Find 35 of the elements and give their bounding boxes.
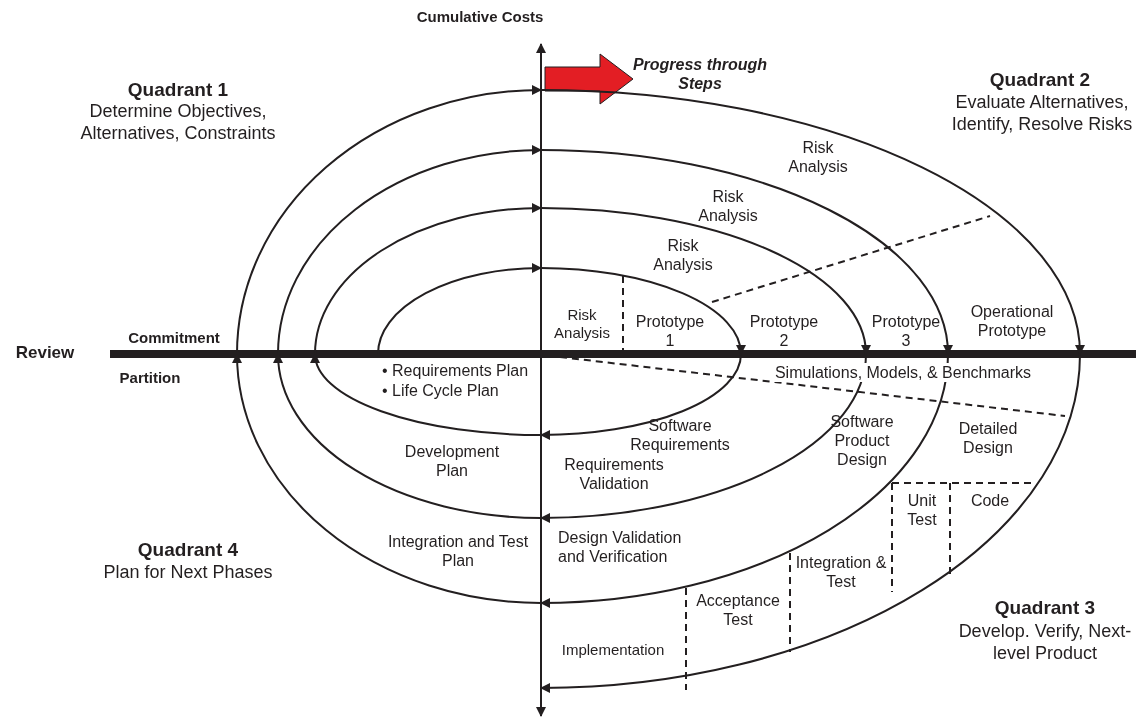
phase-label: Unit Test — [906, 491, 938, 529]
bullet-item: • Requirements Plan — [382, 361, 529, 380]
phase-label: Development Plan — [403, 442, 501, 480]
bullet-item: • Life Cycle Plan — [382, 381, 499, 400]
axis-label: Partition — [118, 369, 182, 387]
arrow-caption: Progress through Steps — [631, 55, 769, 93]
axis-label: Review — [14, 343, 76, 363]
phase-label: Risk Analysis — [652, 236, 714, 274]
phase-label: Code — [969, 491, 1011, 510]
phase-label: Design Validation and Verification — [558, 528, 683, 566]
phase-label: Risk Analysis — [787, 138, 849, 176]
quadrant-heading: Quadrant 2 — [988, 68, 1092, 91]
phase-label: Detailed Design — [957, 419, 1019, 457]
phase-label: Operational Prototype — [969, 302, 1055, 340]
phase-label: Risk Analysis — [697, 187, 759, 225]
phase-label: Prototype 1 — [634, 312, 706, 350]
phase-label: Acceptance Test — [695, 591, 781, 629]
phase-label: Requirements Validation — [563, 455, 665, 493]
quadrant-heading: Quadrant 1 — [126, 78, 230, 101]
phase-label: Simulations, Models, & Benchmarks — [772, 363, 1034, 382]
quadrant-description: Develop. Verify, Next-level Product — [957, 620, 1133, 664]
phase-label: Software Requirements — [629, 416, 731, 454]
phase-label: Prototype 3 — [870, 312, 942, 350]
phase-label: Integration & Test — [794, 553, 888, 591]
phase-label: Risk Analysis — [553, 306, 611, 342]
phase-label: Implementation — [560, 641, 666, 659]
axis-label: Cumulative Costs — [415, 8, 545, 26]
axis-label: Commitment — [127, 329, 221, 347]
quadrant-heading: Quadrant 3 — [993, 596, 1097, 619]
quadrant-description: Plan for Next Phases — [102, 561, 274, 583]
phase-label: Prototype 2 — [748, 312, 820, 350]
quadrant-heading: Quadrant 4 — [136, 538, 240, 561]
phase-label: Integration and Test Plan — [386, 532, 530, 570]
quadrant-description: Determine Objectives, Alternatives, Constraints — [79, 100, 277, 144]
quadrant-description: Evaluate Alternatives, Identify, Resolve Risks — [950, 91, 1134, 135]
